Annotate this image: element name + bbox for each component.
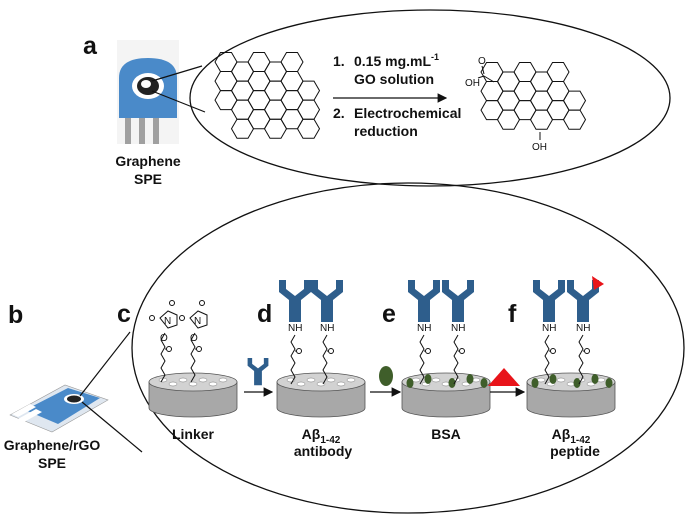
graphene-rgo-spe-label-line2: SPE [38,455,66,471]
bsa-molecule [531,378,539,388]
svg-text:NH: NH [451,323,465,334]
svg-text:1.: 1. [333,53,345,69]
bsa-reagent-icon [379,366,393,386]
stage-label-linker: Linker [172,426,215,442]
graphene-rgo-spe-electrode [9,331,143,453]
svg-text:NH: NH [542,323,556,334]
lattice-hexagon [562,90,587,111]
hydroxyl-group: OH [532,132,547,153]
electrode-disk [526,372,616,418]
graphene-spe-label-line2: SPE [134,171,162,187]
panel-label-d: d [257,300,272,328]
bottom-zoom-ellipse [131,182,685,514]
panel-label-e: e [382,300,396,328]
lattice-hexagon [296,118,321,139]
svg-text:NH: NH [320,323,334,334]
cooh-group: O OH [465,56,495,89]
lattice-hexagon [546,62,570,82]
bsa-blocked-layer: NH NH [408,280,474,385]
stage-label-antibody-2: antibody [294,443,353,459]
panel-label-b: b [8,301,23,329]
stage-label-bsa: BSA [431,426,461,442]
bsa-molecule [466,374,474,384]
panel-label-a: a [83,32,98,60]
stage-label-peptide-2: peptide [550,443,600,459]
peptide-bound-layer: NH NH [533,276,604,385]
peptide-reagent-icon [488,368,520,386]
linker-molecules: N N O O [149,300,208,383]
bsa-molecule [480,378,488,388]
svg-text:NH: NH [576,323,590,334]
bsa-molecule [573,378,581,388]
step-2-text: 2. Electrochemical reduction [333,105,461,139]
electrode-disk [148,372,238,418]
svg-text:Electrochemical: Electrochemical [354,105,461,121]
bound-peptide-triangle [592,276,604,290]
antibody-layer: NH NH [279,280,343,385]
svg-text:reduction: reduction [354,123,418,139]
electrode-disk [276,372,366,418]
bsa-molecule [549,374,557,384]
graphene-spe-electrode [117,40,206,144]
svg-text:0.15 mg.mL-1: 0.15 mg.mL-1 [354,52,439,69]
electrode-disk [401,372,491,418]
bsa-molecule [591,374,599,384]
lattice-hexagon [562,109,587,130]
rgo-hexagon-lattice [480,62,587,130]
bsa-molecule [605,378,613,388]
panel-label-f: f [508,300,517,328]
svg-text:N: N [194,316,201,327]
stage-label-antibody-1: Aβ1-42 [302,426,341,446]
svg-text:GO solution: GO solution [354,71,434,87]
bsa-molecule [448,378,456,388]
svg-text:NH: NH [288,323,302,334]
lattice-hexagon [296,99,321,120]
svg-text:O: O [190,333,198,344]
svg-text:NH: NH [417,323,431,334]
lattice-hexagon [280,52,304,72]
stage-label-peptide-1: Aβ1-42 [552,426,591,446]
lattice-hexagon [296,80,321,101]
go-hexagon-lattice [214,52,321,139]
graphene-rgo-spe-label-line1: Graphene/rGO [4,437,101,453]
panel-label-c: c [117,300,131,328]
svg-text:2.: 2. [333,105,345,121]
antibody-reagent-icon [247,358,269,386]
graphene-spe-label-line1: Graphene [115,153,181,169]
svg-text:O: O [160,333,168,344]
svg-text:OH: OH [465,78,480,89]
top-zoom-ellipse [189,9,671,187]
svg-text:O: O [478,56,486,67]
step-1-text: 1. 0.15 mg.mL-1 GO solution [333,52,439,87]
bsa-molecule [406,378,414,388]
svg-text:OH: OH [532,142,547,153]
bsa-molecule [424,374,432,384]
svg-text:N: N [164,316,171,327]
